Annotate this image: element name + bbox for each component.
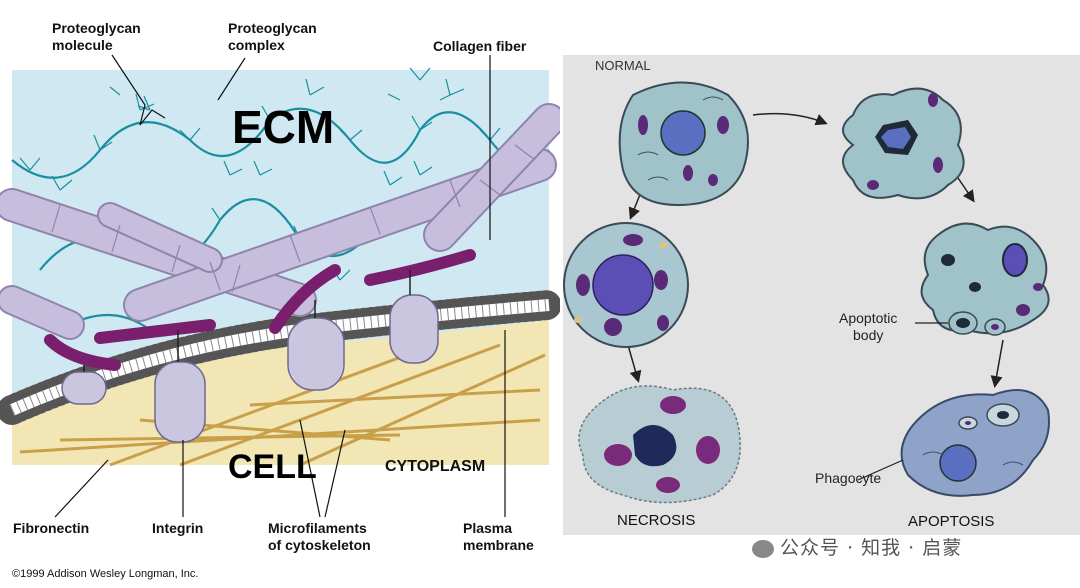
label-apoptosis: APOPTOSIS — [908, 513, 995, 530]
shrinking-cell — [842, 87, 965, 200]
pathway-arrows — [627, 112, 1004, 388]
label-integrin: Integrin — [152, 520, 204, 536]
cell-death-illustration — [563, 81, 1050, 504]
fragmenting-cell — [920, 222, 1050, 335]
label-normal: NORMAL — [595, 58, 651, 73]
microfilaments — [19, 343, 546, 467]
phagocyte — [900, 389, 1050, 497]
leader-lines — [54, 54, 506, 518]
label-collagen-fiber: Collagen fiber — [433, 38, 527, 54]
label-fibronectin: Fibronectin — [13, 520, 90, 536]
integrin-stalks — [83, 270, 411, 372]
wechat-icon — [752, 539, 774, 558]
label-microfilaments: Microfilaments of cytoskeleton — [268, 520, 371, 553]
apoptotic-body — [948, 311, 1006, 336]
watermark-text: 公众号 · 知我 · 启蒙 — [780, 537, 963, 559]
normal-cell — [618, 81, 749, 207]
ecm-illustration — [0, 54, 560, 518]
label-cell: CELL — [228, 448, 317, 486]
label-phagocyte: Phagocyte — [815, 470, 882, 486]
label-necrosis: NECROSIS — [617, 512, 696, 529]
cell-death-panel: NORMAL NECROSIS APOPTOSIS Apoptotic body… — [563, 55, 1080, 535]
label-ecm: ECM — [232, 101, 335, 153]
label-apoptotic-body: Apoptotic body — [839, 310, 898, 343]
panel-leader-lines — [857, 322, 948, 481]
collagen-fibers — [0, 103, 560, 340]
label-plasma-membrane: Plasma membrane — [463, 520, 534, 553]
ecm-diagram-panel: Proteoglycan molecule Proteoglycan compl… — [0, 20, 560, 580]
label-proteoglycan-molecule: Proteoglycan molecule — [52, 20, 141, 53]
watermark: 公众号 · 知我 · 启蒙 — [752, 533, 962, 560]
swollen-necrotic-cell — [563, 222, 689, 348]
lysed-necrotic-cell — [578, 385, 741, 504]
integrins — [61, 294, 439, 443]
copyright-text: ©1999 Addison Wesley Longman, Inc. — [12, 568, 199, 580]
fibronectin — [44, 249, 476, 371]
label-cytoplasm: CYTOPLASM — [385, 458, 486, 475]
label-proteoglycan-complex: Proteoglycan complex — [228, 20, 317, 53]
